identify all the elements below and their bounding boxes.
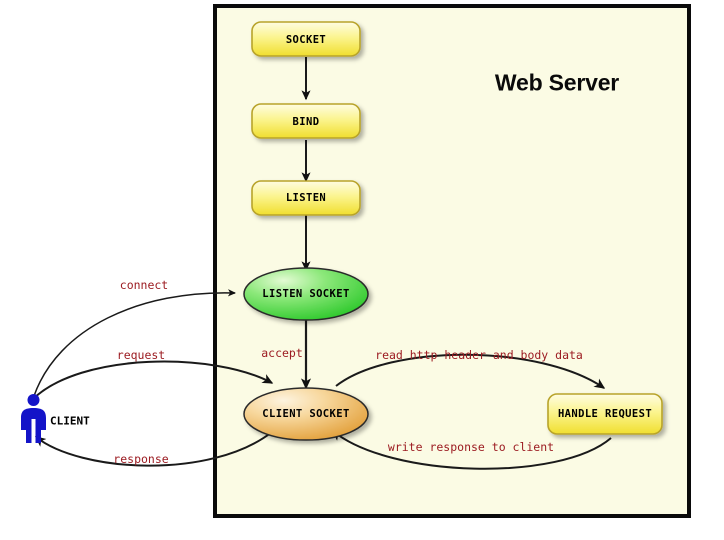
node-listen-socket[interactable] — [243, 267, 369, 321]
node-listen[interactable] — [251, 180, 361, 216]
node-handle-request[interactable] — [547, 393, 663, 435]
edge-response — [34, 431, 273, 467]
node-client-socket[interactable] — [243, 387, 369, 441]
edge-connect — [33, 289, 237, 397]
edge-read-request — [335, 353, 606, 389]
node-socket[interactable] — [251, 21, 361, 57]
actor-label-client: CLIENT — [50, 414, 90, 428]
person-icon — [21, 394, 46, 443]
edge-request — [31, 360, 274, 401]
page-title: Web Server — [494, 69, 620, 96]
node-bind[interactable] — [251, 103, 361, 139]
edge-write-response — [331, 430, 612, 470]
